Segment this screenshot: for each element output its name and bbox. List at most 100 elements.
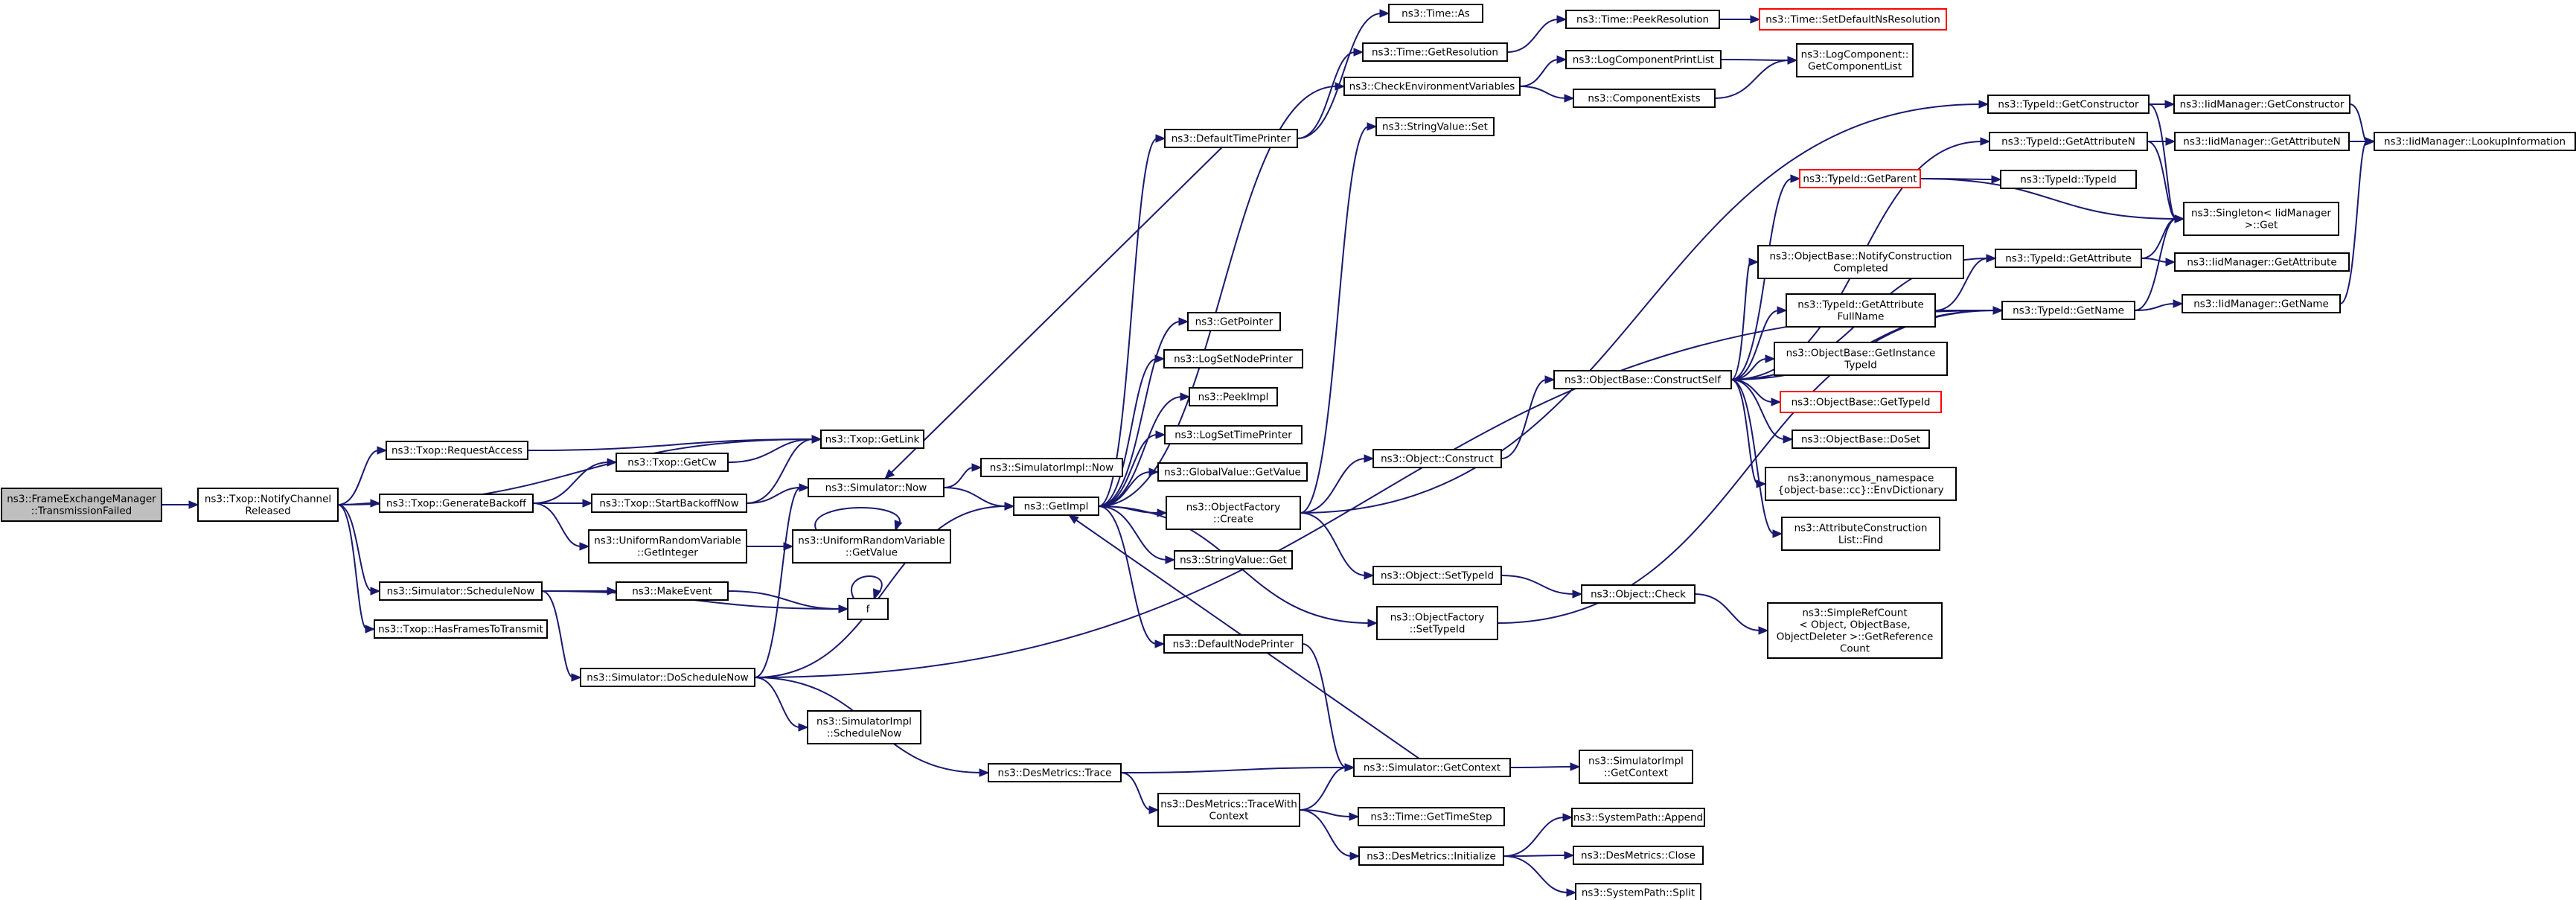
edge-line bbox=[1730, 379, 1775, 534]
node-srcget[interactable]: ns3::SimpleRefCount< Object, ObjectBase,… bbox=[1767, 602, 1943, 659]
node-objsettypeid[interactable]: ns3::Object::SetTypeId bbox=[1372, 566, 1502, 585]
node-genbackoff[interactable]: ns3::Txop::GenerateBackoff bbox=[379, 494, 534, 513]
node-iidgetattr[interactable]: ns3::IidManager::GetAttribute bbox=[2174, 252, 2350, 272]
node-iidgetname[interactable]: ns3::IidManager::GetName bbox=[2182, 294, 2341, 313]
node-spappend[interactable]: ns3::SystemPath::Append bbox=[1571, 808, 1705, 827]
node-simimplsched[interactable]: ns3::SimulatorImpl::ScheduleNow bbox=[807, 710, 921, 744]
node-box bbox=[591, 494, 747, 513]
node-logsetnode[interactable]: ns3::LogSetNodePrinter bbox=[1163, 349, 1303, 368]
node-iidgetctor[interactable]: ns3::IidManager::GetConstructor bbox=[2173, 95, 2350, 114]
node-desinit[interactable]: ns3::DesMetrics::Initialize bbox=[1358, 846, 1504, 866]
node-simimplnow[interactable]: ns3::SimulatorImpl::Now bbox=[980, 458, 1123, 477]
node-f[interactable]: f bbox=[847, 598, 889, 620]
edge-tidgetctor-to-singleton bbox=[2148, 103, 2185, 223]
node-destrace[interactable]: ns3::DesMetrics::Trace bbox=[988, 763, 1122, 782]
edge-getimpl-to-strvalget bbox=[1098, 505, 1176, 564]
node-makeevent[interactable]: ns3::MakeEvent bbox=[616, 581, 729, 601]
node-reqaccess[interactable]: ns3::Txop::RequestAccess bbox=[386, 441, 528, 460]
node-box bbox=[2174, 252, 2350, 272]
node-getpointer[interactable]: ns3::GetPointer bbox=[1187, 312, 1281, 331]
node-iidlookup[interactable]: ns3::IidManager::LookupInformation bbox=[2374, 132, 2576, 151]
node-timeas[interactable]: ns3::Time::As bbox=[1388, 4, 1483, 23]
node-deftp[interactable]: ns3::DefaultTimePrinter bbox=[1164, 129, 1298, 148]
node-spsplit[interactable]: ns3::SystemPath::Split bbox=[1575, 883, 1701, 900]
node-gettimestep[interactable]: ns3::Time::GetTimeStep bbox=[1358, 807, 1505, 826]
node-strvalset[interactable]: ns3::StringValue::Set bbox=[1375, 117, 1495, 136]
node-label: ns3::IidManager::GetAttributeN bbox=[2183, 135, 2340, 147]
node-tidgetattrn[interactable]: ns3::TypeId::GetAttributeN bbox=[1989, 132, 2148, 151]
node-label: {object-base::cc}::EnvDictionary bbox=[1777, 484, 1943, 496]
node-startbackoff[interactable]: ns3::Txop::StartBackoffNow bbox=[591, 494, 747, 513]
edge-makeevent-to-f bbox=[727, 590, 849, 613]
node-checkenv[interactable]: ns3::CheckEnvironmentVariables bbox=[1343, 77, 1521, 96]
node-box bbox=[1757, 245, 1964, 279]
node-schednow[interactable]: ns3::Simulator::ScheduleNow bbox=[379, 581, 543, 601]
node-ofcreate[interactable]: ns3::ObjectFactory::Create bbox=[1166, 496, 1301, 530]
node-strvalget[interactable]: ns3::StringValue::Get bbox=[1174, 550, 1293, 569]
node-getimpl[interactable]: ns3::GetImpl bbox=[1013, 497, 1099, 516]
edge-line bbox=[1519, 59, 1559, 87]
node-logsettime[interactable]: ns3::LogSetTimePrinter bbox=[1164, 425, 1303, 444]
edge-getimpl-to-logsettime bbox=[1098, 430, 1166, 507]
node-tidtypeid[interactable]: ns3::TypeId::TypeId bbox=[2000, 170, 2137, 189]
arrowhead-icon bbox=[1572, 590, 1583, 599]
node-box bbox=[2374, 132, 2576, 151]
node-singleton[interactable]: ns3::Singleton< IidManager>::Get bbox=[2183, 202, 2339, 236]
node-obnotify[interactable]: ns3::ObjectBase::NotifyConstructionCompl… bbox=[1757, 245, 1964, 279]
node-ofsettypeid[interactable]: ns3::ObjectFactory::SetTypeId bbox=[1376, 606, 1498, 640]
node-objcheck[interactable]: ns3::Object::Check bbox=[1581, 584, 1696, 604]
node-envdict[interactable]: ns3::anonymous_namespace{object-base::cc… bbox=[1765, 467, 1957, 501]
edge-line bbox=[851, 575, 883, 599]
node-timesetdef[interactable]: ns3::Time::SetDefaultNsResolution bbox=[1759, 8, 1947, 31]
node-urvval[interactable]: ns3::UniformRandomVariable::GetValue bbox=[792, 529, 951, 564]
node-peekimpl[interactable]: ns3::PeekImpl bbox=[1189, 387, 1278, 406]
node-defnp[interactable]: ns3::DefaultNodePrinter bbox=[1163, 634, 1303, 654]
node-timepeekres[interactable]: ns3::Time::PeekResolution bbox=[1565, 10, 1720, 29]
node-getcw[interactable]: ns3::Txop::GetCw bbox=[616, 453, 729, 472]
node-iidgetattrn[interactable]: ns3::IidManager::GetAttributeN bbox=[2174, 132, 2350, 151]
node-tidgetparent[interactable]: ns3::TypeId::GetParent bbox=[1799, 169, 1921, 188]
node-simgetctx[interactable]: ns3::Simulator::GetContext bbox=[1353, 758, 1511, 777]
node-label: ns3::Simulator::DoScheduleNow bbox=[587, 671, 748, 683]
node-simnow[interactable]: ns3::Simulator::Now bbox=[808, 478, 945, 497]
arrowhead-icon bbox=[1986, 254, 1997, 263]
node-urvint[interactable]: ns3::UniformRandomVariable::GetInteger bbox=[588, 529, 747, 564]
edge-schednow-to-dosched bbox=[541, 590, 582, 682]
node-obgettypeid[interactable]: ns3::ObjectBase::GetTypeId bbox=[1780, 391, 1942, 413]
node-desclose[interactable]: ns3::DesMetrics::Close bbox=[1573, 846, 1704, 865]
arrowhead-icon bbox=[1777, 306, 1788, 315]
edge-ofcreate-to-objsettypeid bbox=[1300, 512, 1375, 580]
node-timegetres[interactable]: ns3::Time::GetResolution bbox=[1362, 42, 1508, 62]
node-box bbox=[1353, 758, 1511, 777]
edge-line bbox=[1503, 855, 1567, 857]
edge-tidgetname-to-iidgetname bbox=[2134, 299, 2184, 311]
edge-line bbox=[1497, 310, 1995, 624]
node-compexists[interactable]: ns3::ComponentExists bbox=[1573, 89, 1716, 108]
node-obconstructself[interactable]: ns3::ObjectBase::ConstructSelf bbox=[1553, 370, 1732, 389]
node-implgetctx[interactable]: ns3::SimulatorImpl::GetContext bbox=[1579, 750, 1693, 784]
node-root[interactable]: ns3::FrameExchangeManager::TransmissionF… bbox=[1, 488, 162, 522]
node-dosched[interactable]: ns3::Simulator::DoScheduleNow bbox=[580, 668, 755, 687]
node-logcompget[interactable]: ns3::LogComponent::GetComponentList bbox=[1796, 43, 1914, 77]
node-objconstruct[interactable]: ns3::Object::Construct bbox=[1372, 449, 1502, 468]
node-tidgetctor[interactable]: ns3::TypeId::GetConstructor bbox=[1987, 95, 2150, 114]
node-box bbox=[1372, 449, 1502, 468]
node-gvgetvalue[interactable]: ns3::GlobalValue::GetValue bbox=[1157, 462, 1308, 482]
node-box bbox=[2182, 294, 2341, 313]
node-tidgetattr[interactable]: ns3::TypeId::GetAttribute bbox=[1995, 249, 2142, 268]
edge-simnow-to-getimpl bbox=[943, 487, 1015, 511]
node-label: ns3::Object::SetTypeId bbox=[1381, 569, 1494, 581]
node-obdoset[interactable]: ns3::ObjectBase::DoSet bbox=[1792, 430, 1930, 449]
node-label: ns3::ComponentExists bbox=[1588, 92, 1700, 104]
node-hasframes[interactable]: ns3::Txop::HasFramesToTransmit bbox=[374, 619, 548, 639]
arrowhead-icon bbox=[2174, 214, 2185, 223]
node-getlink[interactable]: ns3::Txop::GetLink bbox=[820, 430, 924, 449]
node-logcompprint[interactable]: ns3::LogComponentPrintList bbox=[1565, 50, 1722, 69]
node-tidgetname[interactable]: ns3::TypeId::GetName bbox=[2001, 301, 2135, 320]
arrowhead-icon bbox=[1364, 454, 1375, 463]
